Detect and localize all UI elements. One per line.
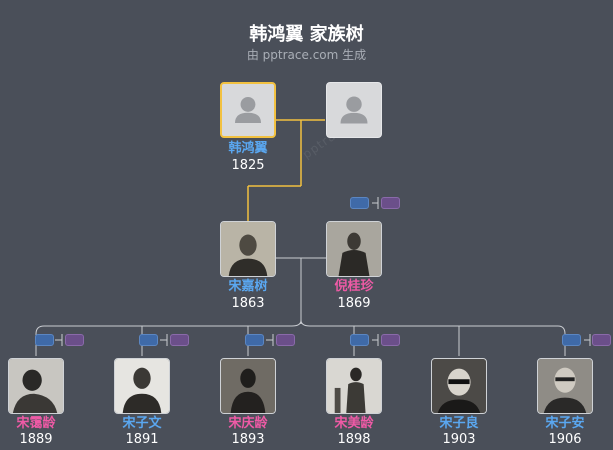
person-card-ni-guizhen[interactable] bbox=[326, 221, 382, 277]
person-card-song-meiling[interactable] bbox=[326, 358, 382, 414]
expand-pill-blue[interactable] bbox=[245, 334, 264, 346]
person-placeholder-icon bbox=[235, 97, 261, 123]
person-card-song-jiashu[interactable] bbox=[220, 221, 276, 277]
portrait-photo-icon bbox=[115, 359, 169, 413]
person-card-spouse-unknown[interactable] bbox=[326, 82, 382, 138]
pill-connector bbox=[372, 197, 379, 209]
person-year: 1898 bbox=[337, 432, 371, 447]
expand-pill-purple[interactable] bbox=[381, 334, 400, 346]
expand-pill-blue[interactable] bbox=[139, 334, 158, 346]
person-card-song-ziwen[interactable] bbox=[114, 358, 170, 414]
person-name[interactable]: 宋嘉树 bbox=[228, 279, 268, 294]
expand-pill-purple[interactable] bbox=[381, 197, 400, 209]
portrait-photo-icon bbox=[221, 359, 275, 413]
children-branch bbox=[35, 319, 566, 356]
expand-pill-purple[interactable] bbox=[65, 334, 84, 346]
expand-pill-purple[interactable] bbox=[592, 334, 611, 346]
person-year: 1825 bbox=[231, 158, 265, 173]
portrait-photo-icon bbox=[538, 359, 592, 413]
page-title: 韩鸿翼 家族树 bbox=[249, 24, 364, 45]
expand-pill-blue[interactable] bbox=[562, 334, 581, 346]
person-year: 1893 bbox=[231, 432, 265, 447]
portrait-photo-icon bbox=[9, 359, 63, 413]
expand-pill-purple[interactable] bbox=[276, 334, 295, 346]
person-year: 1891 bbox=[125, 432, 159, 447]
person-name[interactable]: 倪桂珍 bbox=[334, 279, 374, 294]
expand-pill-purple[interactable] bbox=[170, 334, 189, 346]
person-name[interactable]: 宋霭龄 bbox=[16, 416, 56, 431]
person-name[interactable]: 宋子安 bbox=[545, 416, 585, 431]
person-year: 1889 bbox=[19, 432, 53, 447]
person-card-song-ailing[interactable] bbox=[8, 358, 64, 414]
portrait-photo-icon bbox=[327, 222, 381, 276]
person-card-song-qingling[interactable] bbox=[220, 358, 276, 414]
person-name[interactable]: 宋子文 bbox=[122, 416, 162, 431]
person-year: 1863 bbox=[231, 296, 265, 311]
person-card-han-hongyi[interactable] bbox=[220, 82, 276, 138]
portrait-photo-icon bbox=[327, 359, 381, 413]
person-name[interactable]: 韩鸿翼 bbox=[228, 141, 268, 156]
portrait-photo-icon bbox=[432, 359, 486, 413]
person-card-song-zian[interactable] bbox=[537, 358, 593, 414]
person-name[interactable]: 宋庆龄 bbox=[228, 416, 268, 431]
expand-pill-blue[interactable] bbox=[350, 334, 369, 346]
person-name[interactable]: 宋美龄 bbox=[334, 416, 374, 431]
person-card-song-ziliang[interactable] bbox=[431, 358, 487, 414]
person-placeholder-icon bbox=[340, 96, 368, 124]
page-subtitle: 由 pptrace.com 生成 bbox=[246, 48, 367, 62]
portrait-photo-icon bbox=[221, 222, 275, 276]
person-year: 1903 bbox=[442, 432, 476, 447]
person-name[interactable]: 宋子良 bbox=[439, 416, 479, 431]
expand-pill-blue[interactable] bbox=[350, 197, 369, 209]
person-year: 1869 bbox=[337, 296, 371, 311]
person-year: 1906 bbox=[548, 432, 582, 447]
expand-pill-blue[interactable] bbox=[35, 334, 54, 346]
